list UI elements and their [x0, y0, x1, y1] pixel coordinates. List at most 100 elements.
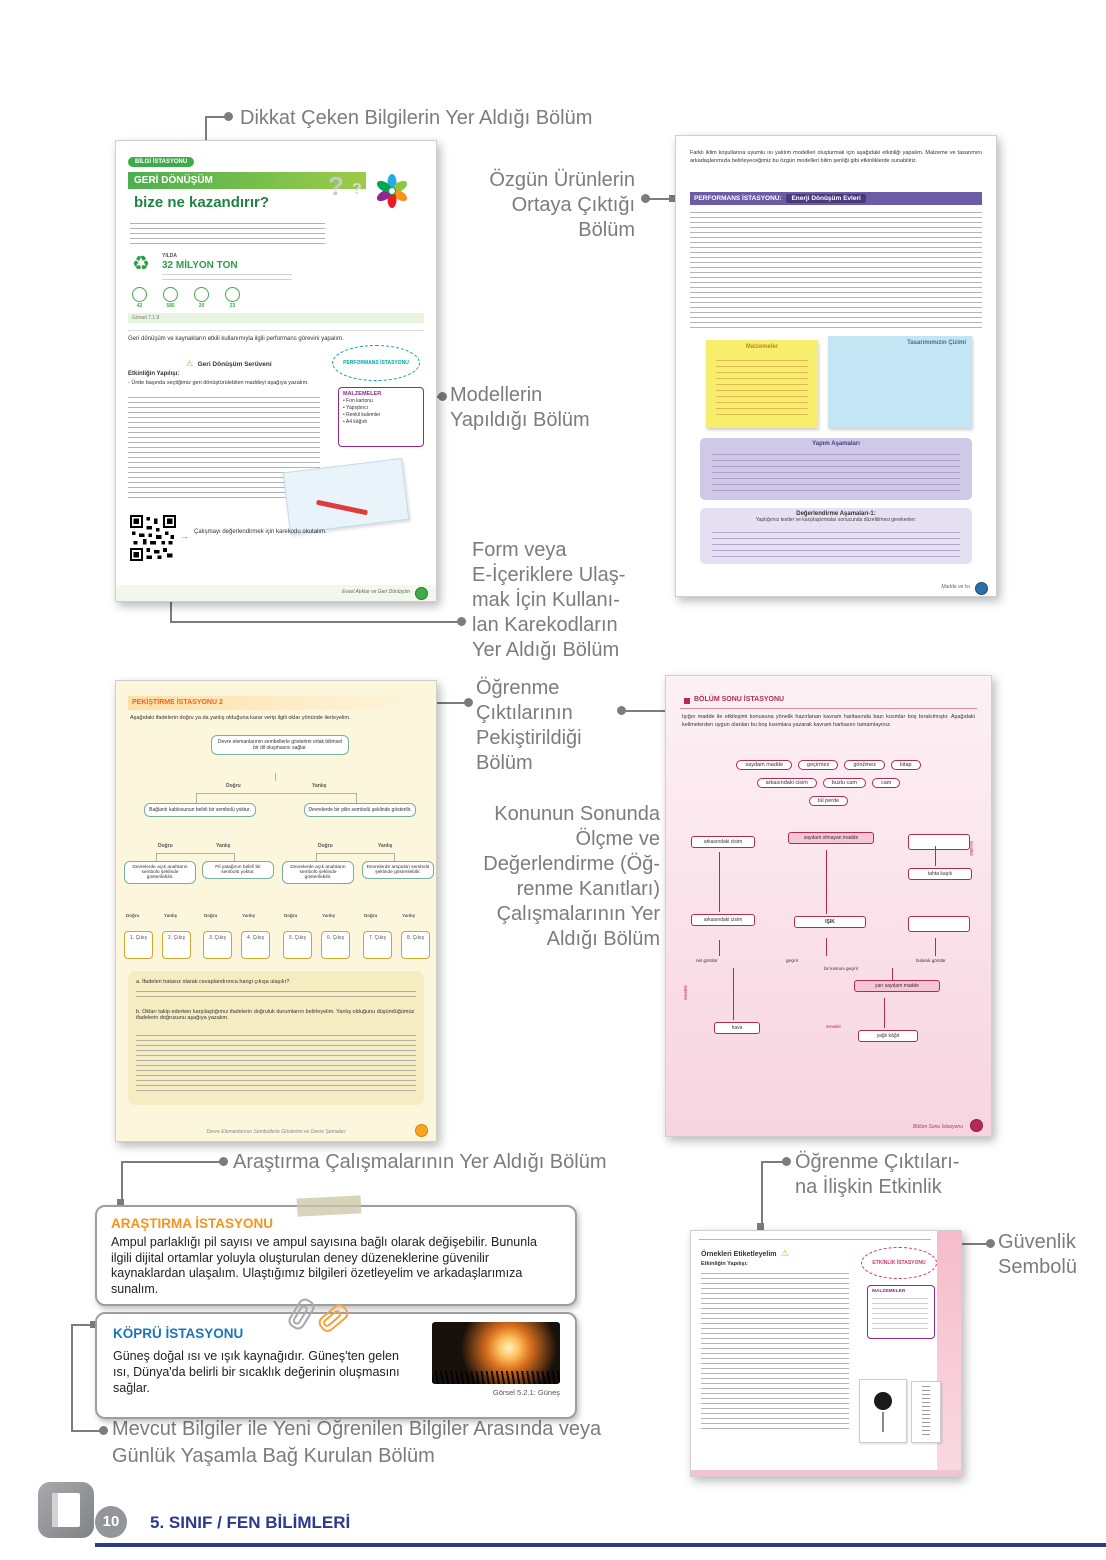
- sample-photo-card: [859, 1379, 907, 1443]
- connector-line: [121, 1161, 123, 1203]
- divider: [699, 1239, 931, 1240]
- questions-panel: a. İfadeleri hatasız olarak cevaplandırı…: [128, 971, 424, 1105]
- connector-dot: [219, 1157, 228, 1166]
- warning-icon: ⚠: [186, 359, 194, 368]
- word-chip: saydam madde: [736, 760, 793, 770]
- flow-line: [156, 853, 234, 854]
- word-chip: cam: [871, 778, 901, 788]
- pinwheel-icon: [376, 174, 408, 208]
- word-chip-row: tül perde: [666, 796, 991, 806]
- map-line: [719, 852, 720, 912]
- text-lines-placeholder: [130, 223, 325, 247]
- footer-caption: Devre Elemanlarının Sembollerle Gösterim…: [206, 1129, 346, 1135]
- flow-line: [234, 853, 235, 861]
- intro-text: Işığın madde ile etkileşimi konusuna yön…: [682, 714, 975, 728]
- page-title: GERİ DÖNÜŞÜM: [128, 172, 366, 189]
- bottom-strip: [691, 1470, 961, 1476]
- map-node: hava: [714, 1022, 760, 1034]
- flow-line: [196, 793, 197, 803]
- sample-page-info-station: BİLGİ İSTASYONU GERİ DÖNÜŞÜM ? ? bize ne…: [115, 140, 437, 602]
- stat-label: YILDA: [162, 253, 177, 259]
- connector-line: [71, 1324, 93, 1326]
- map-line: [719, 940, 720, 956]
- map-line: [733, 968, 734, 1020]
- connector-dot: [457, 617, 466, 626]
- callout-outcome-activity: Öğrenme Çıktıları- na İlişkin Etkinlik: [795, 1151, 960, 1198]
- connector-line: [71, 1430, 101, 1432]
- flow-node: Devrelerde bir pilin sembolü şeklinde gö…: [304, 803, 416, 817]
- research-station-box: ARAŞTIRMA İSTASYONU Ampul parlaklığı pil…: [95, 1195, 577, 1306]
- tape-decoration: [296, 1195, 362, 1217]
- exit-box: 1. Çıkış: [124, 931, 153, 959]
- exit-box: 6. Çıkış: [321, 931, 350, 959]
- callout-research: Araştırma Çalışmalarının Yer Aldığı Bölü…: [233, 1151, 607, 1173]
- connector-line: [626, 710, 700, 712]
- performance-station-oval: PERFORMANS İSTASYONU: [332, 345, 420, 381]
- activity-station-oval: ETKİNLİK İSTASYONU: [861, 1247, 937, 1279]
- station-header-chip: Enerji Dönüşüm Evleri: [786, 194, 866, 203]
- flow-node: Devrelerde açık anahtarın sembolü şeklin…: [124, 861, 196, 884]
- callout-assessment: Konunun Sonunda Ölçme ve Değerlendirme (…: [483, 803, 660, 950]
- materials-box: MALZEMELER • Fon kartonu • Yapıştırıcı •…: [338, 387, 424, 447]
- word-chip-row: arkasındaki cisim buzlu cam cam: [666, 778, 991, 788]
- connector-dot: [224, 112, 233, 121]
- connector-line: [761, 1161, 784, 1163]
- image-caption: Görsel 5.2.1: Güneş: [492, 1388, 560, 1397]
- map-node: arkasındaki cisim: [691, 914, 755, 926]
- map-node: yarı saydam madde: [854, 980, 940, 992]
- callout-safety-symbol: Güvenlik Sembolü: [998, 1231, 1077, 1278]
- qr-caption: Çalışmayı değerlendirmek için karekodu o…: [194, 529, 327, 535]
- word-chip-row: saydam madde geçirmez görülmez kitap: [666, 760, 991, 770]
- sample-page-section-end-station: BÖLÜM SONU İSTASYONU Işığın madde ile et…: [665, 675, 992, 1137]
- divider: [128, 330, 424, 331]
- flow-line: [356, 793, 357, 803]
- exit-box: 3. Çıkış: [203, 931, 232, 959]
- pink-side-panel: [937, 1231, 961, 1476]
- book-icon: [38, 1482, 94, 1538]
- flow-line: [196, 793, 356, 794]
- exit-box: 5. Çıkış: [283, 931, 312, 959]
- callout-qr-codes: Form veya E-İçeriklere Ulaş- mak İçin Ku…: [472, 539, 626, 661]
- figure-caption: Görsel 7.1.9: [128, 313, 424, 323]
- exit-box: 8. Çıkış: [401, 931, 430, 959]
- text-lines-placeholder: [162, 274, 292, 282]
- map-node-empty: [908, 916, 970, 932]
- qr-code: [130, 515, 176, 561]
- map-line: [826, 938, 827, 956]
- connector-dot: [617, 706, 626, 715]
- footer-rule: [95, 1543, 1106, 1547]
- map-line: [826, 850, 827, 914]
- callout-original-products: Özgün Ürünlerin Ortaya Çıktığı Bölüm: [489, 169, 635, 241]
- connector-line: [437, 702, 466, 704]
- bridge-station-box: KÖPRÜ İSTASYONU Güneş doğal ısı ve ışık …: [95, 1295, 577, 1419]
- arrow-right-icon: →: [180, 531, 189, 541]
- flow-line: [394, 853, 395, 861]
- evaluation-box: Değerlendirme Aşamaları-1: Yaptığımız te…: [700, 508, 972, 564]
- header-bullet: [684, 698, 690, 704]
- map-node: yağlı kâğıt: [858, 1030, 918, 1042]
- sample-page-reinforcement-station: PEKİŞTİRME İSTASYONU 2 Aşağıdaki ifadele…: [115, 680, 437, 1142]
- map-node-empty: [908, 834, 970, 850]
- task-text: Geri dönüşüm ve kaynakların etkili kulla…: [128, 336, 344, 342]
- connector-line: [121, 1161, 221, 1163]
- footer-caption: Bölüm Sonu İstasyonu: [912, 1124, 963, 1130]
- steps-title: Etkinliğin Yapılışı:: [128, 371, 180, 377]
- callout-bridge: Mevcut Bilgiler ile Yeni Öğrenilen Bilgi…: [112, 1418, 602, 1467]
- activity-title: Örnekleri Etiketleyelim: [701, 1251, 777, 1258]
- connector-dot: [464, 698, 473, 707]
- word-chip: arkasındaki cisim: [756, 778, 817, 788]
- page-number: 10: [95, 1506, 127, 1538]
- footer-caption: Madde ve Isı: [941, 584, 970, 590]
- word-chip: buzlu cam: [822, 778, 866, 788]
- thumb-footer: Evsel Atıklar ve Geri Dönüşüm: [116, 585, 436, 601]
- ruler-card: [911, 1381, 941, 1443]
- connector-end: [669, 195, 676, 202]
- connector-line: [962, 1243, 988, 1245]
- activity-header: Örnekleri Etiketleyelim ⚠: [701, 1243, 789, 1261]
- connector-dot: [438, 392, 447, 401]
- text-lines-placeholder: [690, 212, 982, 330]
- energy-icon: [163, 287, 178, 302]
- materials-title: MALZEMELER: [343, 391, 382, 397]
- connector-dot: [986, 1239, 995, 1248]
- flow-node: Bağlantı kablosunun belirli bir sembolü …: [144, 803, 256, 817]
